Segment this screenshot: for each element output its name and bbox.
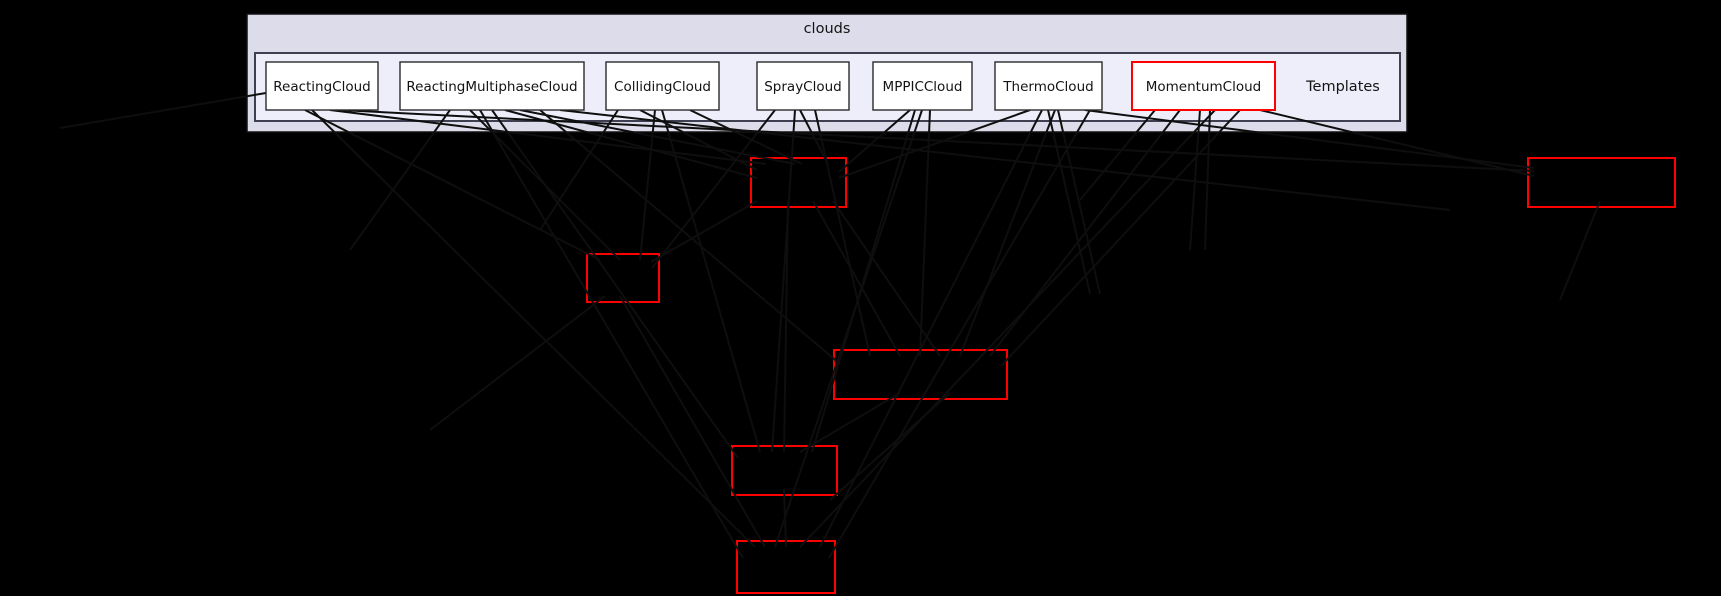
dependency-edge xyxy=(838,109,1031,179)
dependency-edge xyxy=(1559,200,1601,301)
dir-node-label-spraycloud[interactable]: SprayCloud xyxy=(764,79,842,95)
dependency-edge xyxy=(650,200,758,263)
unlabeled-dir-node-6[interactable] xyxy=(1527,157,1676,208)
dependency-edge xyxy=(304,109,601,261)
dir-node-reactingmultiphasecloud[interactable] xyxy=(399,61,585,111)
dependency-edge xyxy=(1047,109,1091,295)
dependency-edge xyxy=(329,109,767,165)
dependency-edge xyxy=(651,109,776,269)
dependency-edge xyxy=(491,109,739,459)
dir-node-spraycloud[interactable] xyxy=(756,61,850,111)
dependency-edge xyxy=(814,109,871,357)
dependency-edge xyxy=(689,109,803,165)
unlabeled-dir-node-5[interactable] xyxy=(736,540,836,594)
dependency-edge xyxy=(1204,109,1211,251)
dependency-edge xyxy=(349,109,451,251)
dependency-edge xyxy=(832,200,941,357)
unlabeled-dir-node-4[interactable] xyxy=(731,445,838,496)
dependency-edge xyxy=(559,109,1451,211)
dependency-edge xyxy=(539,109,841,365)
dependency-edge xyxy=(311,109,756,548)
dependency-edge xyxy=(59,92,267,129)
dependency-edge xyxy=(799,109,1216,548)
dependency-edge xyxy=(619,295,766,548)
dependency-edge xyxy=(1079,109,1156,201)
dir-node-reactingcloud[interactable] xyxy=(265,61,379,111)
dependency-edge xyxy=(1000,109,1241,367)
dependency-edge xyxy=(639,109,656,261)
dir-node-label-thermocloud[interactable]: ThermoCloud xyxy=(1002,79,1093,95)
dependency-edge xyxy=(661,109,761,453)
dependency-edge xyxy=(1057,109,1101,295)
dependency-edge xyxy=(838,109,911,173)
dir-node-label-reactingcloud[interactable]: ReactingCloud xyxy=(273,79,371,95)
dir-node-label-mppiccloud[interactable]: MPPICCloud xyxy=(883,79,963,95)
dependency-edge xyxy=(819,109,1043,548)
dependency-edge xyxy=(1189,109,1201,251)
dependency-edge xyxy=(828,109,1091,559)
dependency-edge xyxy=(959,109,1056,357)
dependency-edge xyxy=(429,295,606,431)
dir-node-mppiccloud[interactable] xyxy=(872,61,973,111)
dependency-edge xyxy=(539,109,619,231)
dir-node-label-reactingmultiphasecloud[interactable]: ReactingMultiphaseCloud xyxy=(406,79,577,95)
cluster-label-templates: Templates xyxy=(1305,79,1380,95)
dependency-edge xyxy=(771,109,796,453)
cluster-label-clouds[interactable]: clouds xyxy=(804,21,851,37)
dependency-edge xyxy=(774,109,923,548)
dir-node-collidingcloud[interactable] xyxy=(605,61,720,111)
dependency-edge xyxy=(812,200,901,357)
unlabeled-dir-node-1[interactable] xyxy=(750,157,847,208)
dir-node-label-collidingcloud[interactable]: CollidingCloud xyxy=(614,79,711,95)
dependency-edge xyxy=(519,109,796,165)
dir-node-momentumcloud[interactable] xyxy=(1131,61,1276,111)
dependency-edge xyxy=(479,109,744,559)
dependency-edge xyxy=(1259,109,1535,177)
dependency-edge xyxy=(799,392,901,453)
dependency-edge xyxy=(639,109,758,171)
dir-node-thermocloud[interactable] xyxy=(994,61,1103,111)
dependency-edge xyxy=(783,200,789,453)
dependency-edge xyxy=(339,109,1535,172)
dir-node-label-momentumcloud[interactable]: MomentumCloud xyxy=(1146,79,1261,95)
dependency-edge xyxy=(799,109,829,165)
